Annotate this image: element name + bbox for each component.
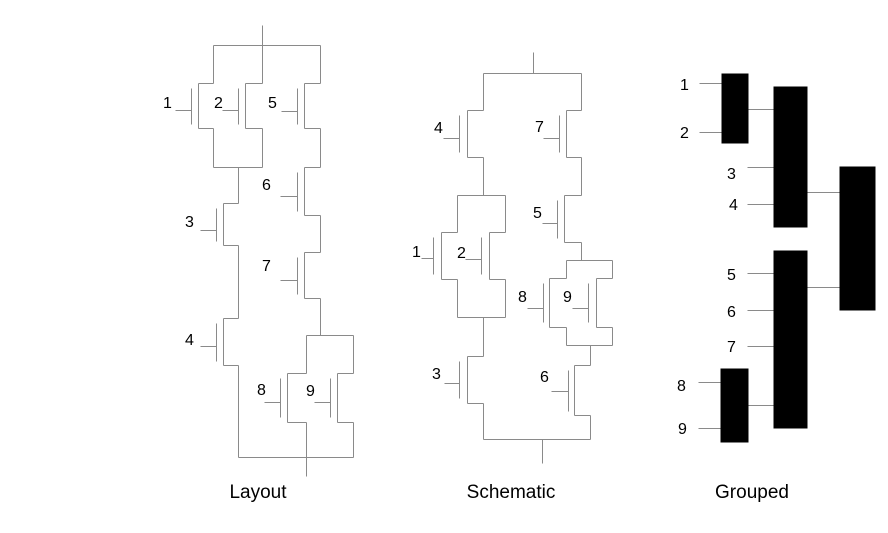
- grouped-group-bar: [720, 368, 749, 443]
- panel-grouped: 1 2 3 4 5 6 7 8 9: [677, 73, 876, 443]
- layout-label-8: 8: [257, 382, 266, 399]
- grouped-label-8: 8: [677, 378, 686, 395]
- grouped-label-1: 1: [680, 77, 689, 94]
- grouped-label-2: 2: [680, 125, 689, 142]
- layout-label-3: 3: [185, 214, 194, 231]
- grouped-group-bar: [773, 86, 808, 228]
- schematic-label-7: 7: [535, 119, 544, 136]
- schematic-label-5: 5: [533, 205, 542, 222]
- schematic-label-3: 3: [432, 366, 441, 383]
- grouped-group-bar: [839, 166, 876, 311]
- layout-label-2: 2: [214, 95, 223, 112]
- panel-layout: 1 2 5 3 6 7 4 8 9: [163, 25, 354, 477]
- panel-title-layout: Layout: [229, 482, 287, 503]
- grouped-label-3: 3: [727, 166, 736, 183]
- layout-label-7: 7: [262, 258, 271, 275]
- panel-schematic: 4 7 5 1 2 8 9 3 6: [412, 52, 613, 464]
- layout-label-4: 4: [185, 332, 194, 349]
- schematic-label-1: 1: [412, 244, 421, 261]
- schematic-label-6: 6: [540, 369, 549, 386]
- layout-label-5: 5: [268, 95, 277, 112]
- panel-title-grouped: Grouped: [715, 482, 789, 503]
- schematic-label-2: 2: [457, 245, 466, 262]
- layout-label-6: 6: [262, 177, 271, 194]
- grouped-group-bar: [721, 73, 749, 144]
- schematic-label-9: 9: [563, 289, 572, 306]
- layout-label-9: 9: [306, 383, 315, 400]
- grouped-group-bar: [773, 250, 808, 429]
- layout-label-1: 1: [163, 95, 172, 112]
- schematic-label-8: 8: [518, 289, 527, 306]
- grouped-label-5: 5: [727, 267, 736, 284]
- schematic-label-4: 4: [434, 120, 443, 137]
- grouped-label-6: 6: [727, 304, 736, 321]
- grouped-label-9: 9: [678, 421, 687, 438]
- grouped-label-7: 7: [727, 339, 736, 356]
- panel-title-schematic: Schematic: [466, 482, 556, 503]
- grouped-label-4: 4: [729, 197, 738, 214]
